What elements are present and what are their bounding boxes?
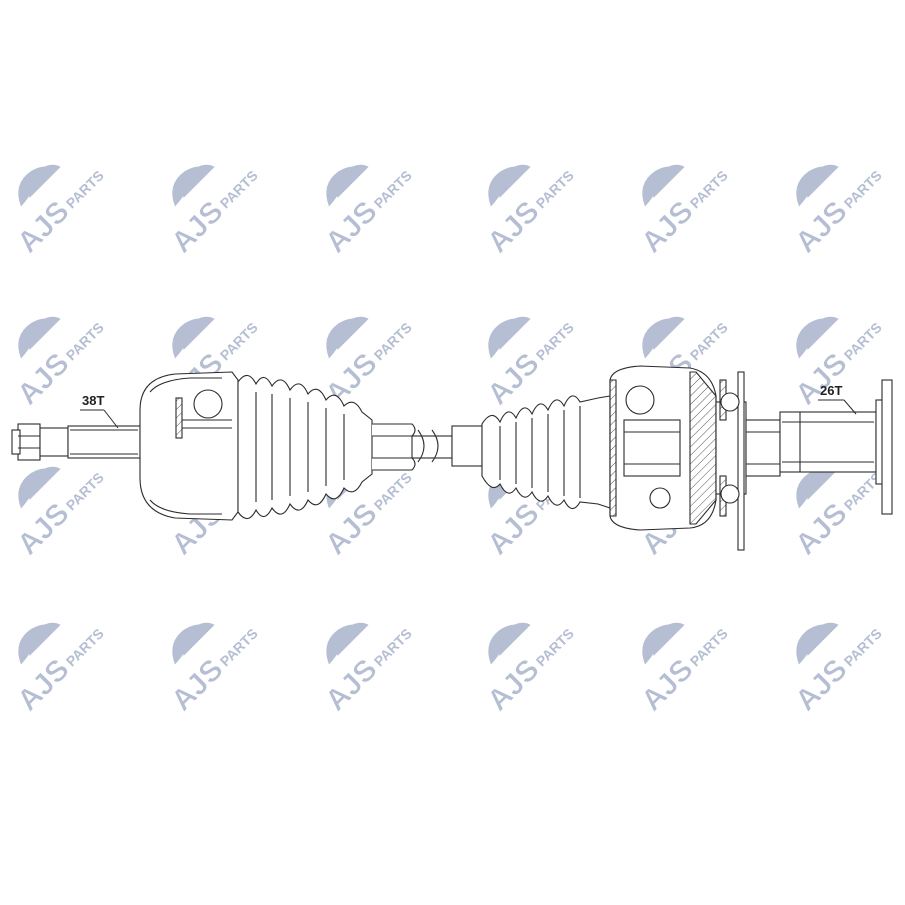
logo-suffix-text: PARTS xyxy=(687,625,731,669)
logo-suffix-text: PARTS xyxy=(217,625,261,669)
logo-suffix-text: PARTS xyxy=(371,167,415,211)
logo-swoosh-icon xyxy=(326,622,369,665)
logo-suffix-text: PARTS xyxy=(687,167,731,211)
logo-suffix-text: PARTS xyxy=(533,625,577,669)
logo-swoosh-icon xyxy=(642,316,685,359)
logo-swoosh-icon xyxy=(796,164,839,207)
logo-swoosh-icon xyxy=(796,466,839,509)
logo-swoosh-icon xyxy=(642,622,685,665)
logo-swoosh-icon xyxy=(488,316,531,359)
logo-swoosh-icon xyxy=(796,622,839,665)
logo-suffix-text: PARTS xyxy=(371,469,415,513)
logo-swoosh-icon xyxy=(488,164,531,207)
logo-suffix-text: PARTS xyxy=(63,469,107,513)
logo-swoosh-icon xyxy=(326,316,369,359)
logo-suffix-text: PARTS xyxy=(63,625,107,669)
callout-26t: 26T xyxy=(818,383,857,415)
logo-suffix-text: PARTS xyxy=(687,319,731,363)
outer-boot xyxy=(237,374,416,520)
outer-cv-joint xyxy=(139,371,239,521)
logo-swoosh-icon xyxy=(172,622,215,665)
logo-suffix-text: PARTS xyxy=(371,625,415,669)
logo-swoosh-icon xyxy=(18,316,61,359)
logo-swoosh-icon xyxy=(796,316,839,359)
logo-suffix-text: PARTS xyxy=(841,319,885,363)
logo-suffix-text: PARTS xyxy=(371,319,415,363)
callout-38t: 38T xyxy=(80,393,119,429)
logo-suffix-text: PARTS xyxy=(217,167,261,211)
logo-suffix-text: PARTS xyxy=(841,625,885,669)
logo-suffix-text: PARTS xyxy=(533,167,577,211)
right-spline-end xyxy=(779,379,893,515)
logo-swoosh-icon xyxy=(642,164,685,207)
logo-swoosh-icon xyxy=(18,164,61,207)
logo-swoosh-icon xyxy=(172,316,215,359)
logo-suffix-text: PARTS xyxy=(841,167,885,211)
support-bearing xyxy=(715,371,781,551)
logo-swoosh-icon xyxy=(18,622,61,665)
logo-suffix-text: PARTS xyxy=(533,319,577,363)
callout-38t-label: 38T xyxy=(82,393,104,408)
logo-swoosh-icon xyxy=(18,466,61,509)
logo-suffix-text: PARTS xyxy=(63,319,107,363)
logo-swoosh-icon xyxy=(172,164,215,207)
inner-cv-joint xyxy=(609,365,717,531)
callout-26t-label: 26T xyxy=(820,383,842,398)
logo-suffix-text: PARTS xyxy=(217,319,261,363)
left-spline-stub xyxy=(11,423,141,461)
logo-suffix-text: PARTS xyxy=(63,167,107,211)
main-shaft xyxy=(411,425,483,467)
axle-assembly xyxy=(11,365,893,551)
inner-boot xyxy=(481,395,611,510)
logo-swoosh-icon xyxy=(326,164,369,207)
logo-swoosh-icon xyxy=(488,622,531,665)
